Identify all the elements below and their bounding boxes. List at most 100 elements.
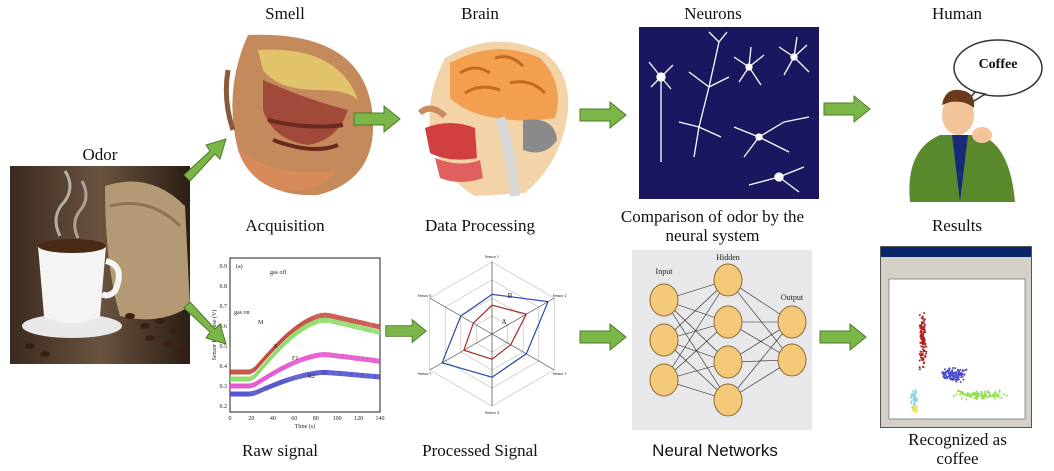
scatter-point: [910, 397, 912, 399]
scatter-point: [965, 399, 967, 401]
scatter-point: [914, 401, 916, 403]
scatter-point: [912, 410, 914, 412]
raw-y-tick: 0.8: [220, 284, 228, 290]
scatter-point: [997, 393, 999, 395]
nn-output-node: [778, 306, 806, 338]
scatter-point: [962, 379, 964, 381]
scatter-point: [943, 375, 945, 377]
scatter-plot-area: [889, 279, 1025, 419]
scatter-point: [951, 369, 953, 371]
scatter-point: [922, 351, 924, 353]
arrow-smell-to-brain: [352, 104, 402, 134]
scatter-point: [958, 389, 960, 391]
scatter-point: [949, 378, 951, 380]
scatter-point: [966, 369, 968, 371]
nn-hidden-node: [714, 306, 742, 338]
scatter-point: [970, 394, 972, 396]
scatter-point: [915, 398, 917, 400]
scatter-point: [951, 378, 953, 380]
radar-axis-label: Sensor 4: [485, 410, 499, 415]
scatter-point: [920, 336, 922, 338]
scatter-point: [925, 351, 927, 353]
scatter-point: [916, 400, 918, 402]
scatter-point: [921, 359, 923, 361]
scatter-point: [916, 411, 918, 413]
raw-annotation: R2: [308, 374, 315, 380]
raw-x-tick: 0: [229, 416, 232, 422]
raw-y-tick: 0.4: [220, 364, 228, 370]
scatter-point: [953, 375, 955, 377]
scatter-point: [919, 368, 921, 370]
window-title-bar: [881, 247, 1031, 257]
scatter-point: [944, 377, 946, 379]
arrow-network-to-results: [818, 322, 868, 352]
scatter-point: [969, 396, 971, 398]
nn-input-node: [650, 324, 678, 356]
radar-label-a: A: [501, 318, 506, 326]
scatter-point: [924, 331, 926, 333]
label-comparison: Comparison of odor by the neural system: [600, 207, 825, 245]
scatter-point: [948, 371, 950, 373]
label-neurons: Neurons: [668, 4, 758, 24]
scatter-point: [920, 326, 922, 328]
label-human: Human: [917, 4, 997, 24]
window-toolbar: [881, 257, 1031, 273]
scatter-point: [921, 329, 923, 331]
label-processed-signal: Processed Signal: [400, 441, 560, 461]
scatter-point: [919, 360, 921, 362]
scatter-point: [923, 361, 925, 363]
arrow-raw-to-processed: [384, 316, 428, 346]
scatter-point: [924, 344, 926, 346]
label-recognized: Recognized as coffee: [895, 430, 1020, 468]
scatter-point: [921, 323, 923, 325]
nn-input-node: [650, 364, 678, 396]
nn-hidden-label: Hidden: [716, 253, 740, 262]
raw-annotation: gas on: [234, 310, 250, 316]
scatter-point: [923, 312, 925, 314]
scatter-point: [925, 346, 927, 348]
radar-axis-label: Sensor 1: [485, 254, 499, 259]
scatter-point: [988, 391, 990, 393]
raw-panel-label: (a): [236, 263, 243, 270]
scatter-point: [974, 397, 976, 399]
scatter-point: [923, 322, 925, 324]
scatter-point: [962, 370, 964, 372]
scatter-point: [999, 390, 1001, 392]
raw-x-tick: 140: [376, 416, 385, 422]
scatter-point: [924, 324, 926, 326]
arrow-odor-to-smell: [180, 135, 230, 185]
scatter-point: [977, 393, 979, 395]
scatter-point: [921, 317, 923, 319]
scatter-point: [957, 370, 959, 372]
scatter-point: [994, 398, 996, 400]
scatter-point: [977, 396, 979, 398]
scatter-point: [910, 400, 912, 402]
scatter-point: [914, 392, 916, 394]
scatter-point: [998, 396, 1000, 398]
scatter-point: [949, 367, 951, 369]
label-raw-signal: Raw signal: [220, 441, 340, 461]
scatter-point: [922, 366, 924, 368]
raw-y-tick: 0.3: [220, 384, 228, 390]
scatter-point: [992, 395, 994, 397]
raw-annotation: F1: [292, 356, 298, 362]
label-odor: Odor: [60, 145, 140, 165]
results-scatter-window: [880, 246, 1032, 428]
scatter-point: [919, 366, 921, 368]
neural-network-diagram: InputHiddenOutput: [632, 250, 812, 430]
scatter-point: [920, 351, 922, 353]
scatter-point: [912, 390, 914, 392]
neuron-star: [649, 62, 673, 162]
scatter-point: [981, 396, 983, 398]
scatter-point: [921, 342, 923, 344]
scatter-point: [959, 394, 961, 396]
scatter-point: [948, 375, 950, 377]
scatter-point: [916, 406, 918, 408]
radar-axis-label: Sensor 3: [553, 371, 567, 376]
label-data-processing: Data Processing: [405, 216, 555, 236]
scatter-point: [943, 372, 945, 374]
scatter-point: [913, 395, 915, 397]
scatter-point: [920, 330, 922, 332]
scatter-point: [995, 393, 997, 395]
nn-input-node: [650, 284, 678, 316]
